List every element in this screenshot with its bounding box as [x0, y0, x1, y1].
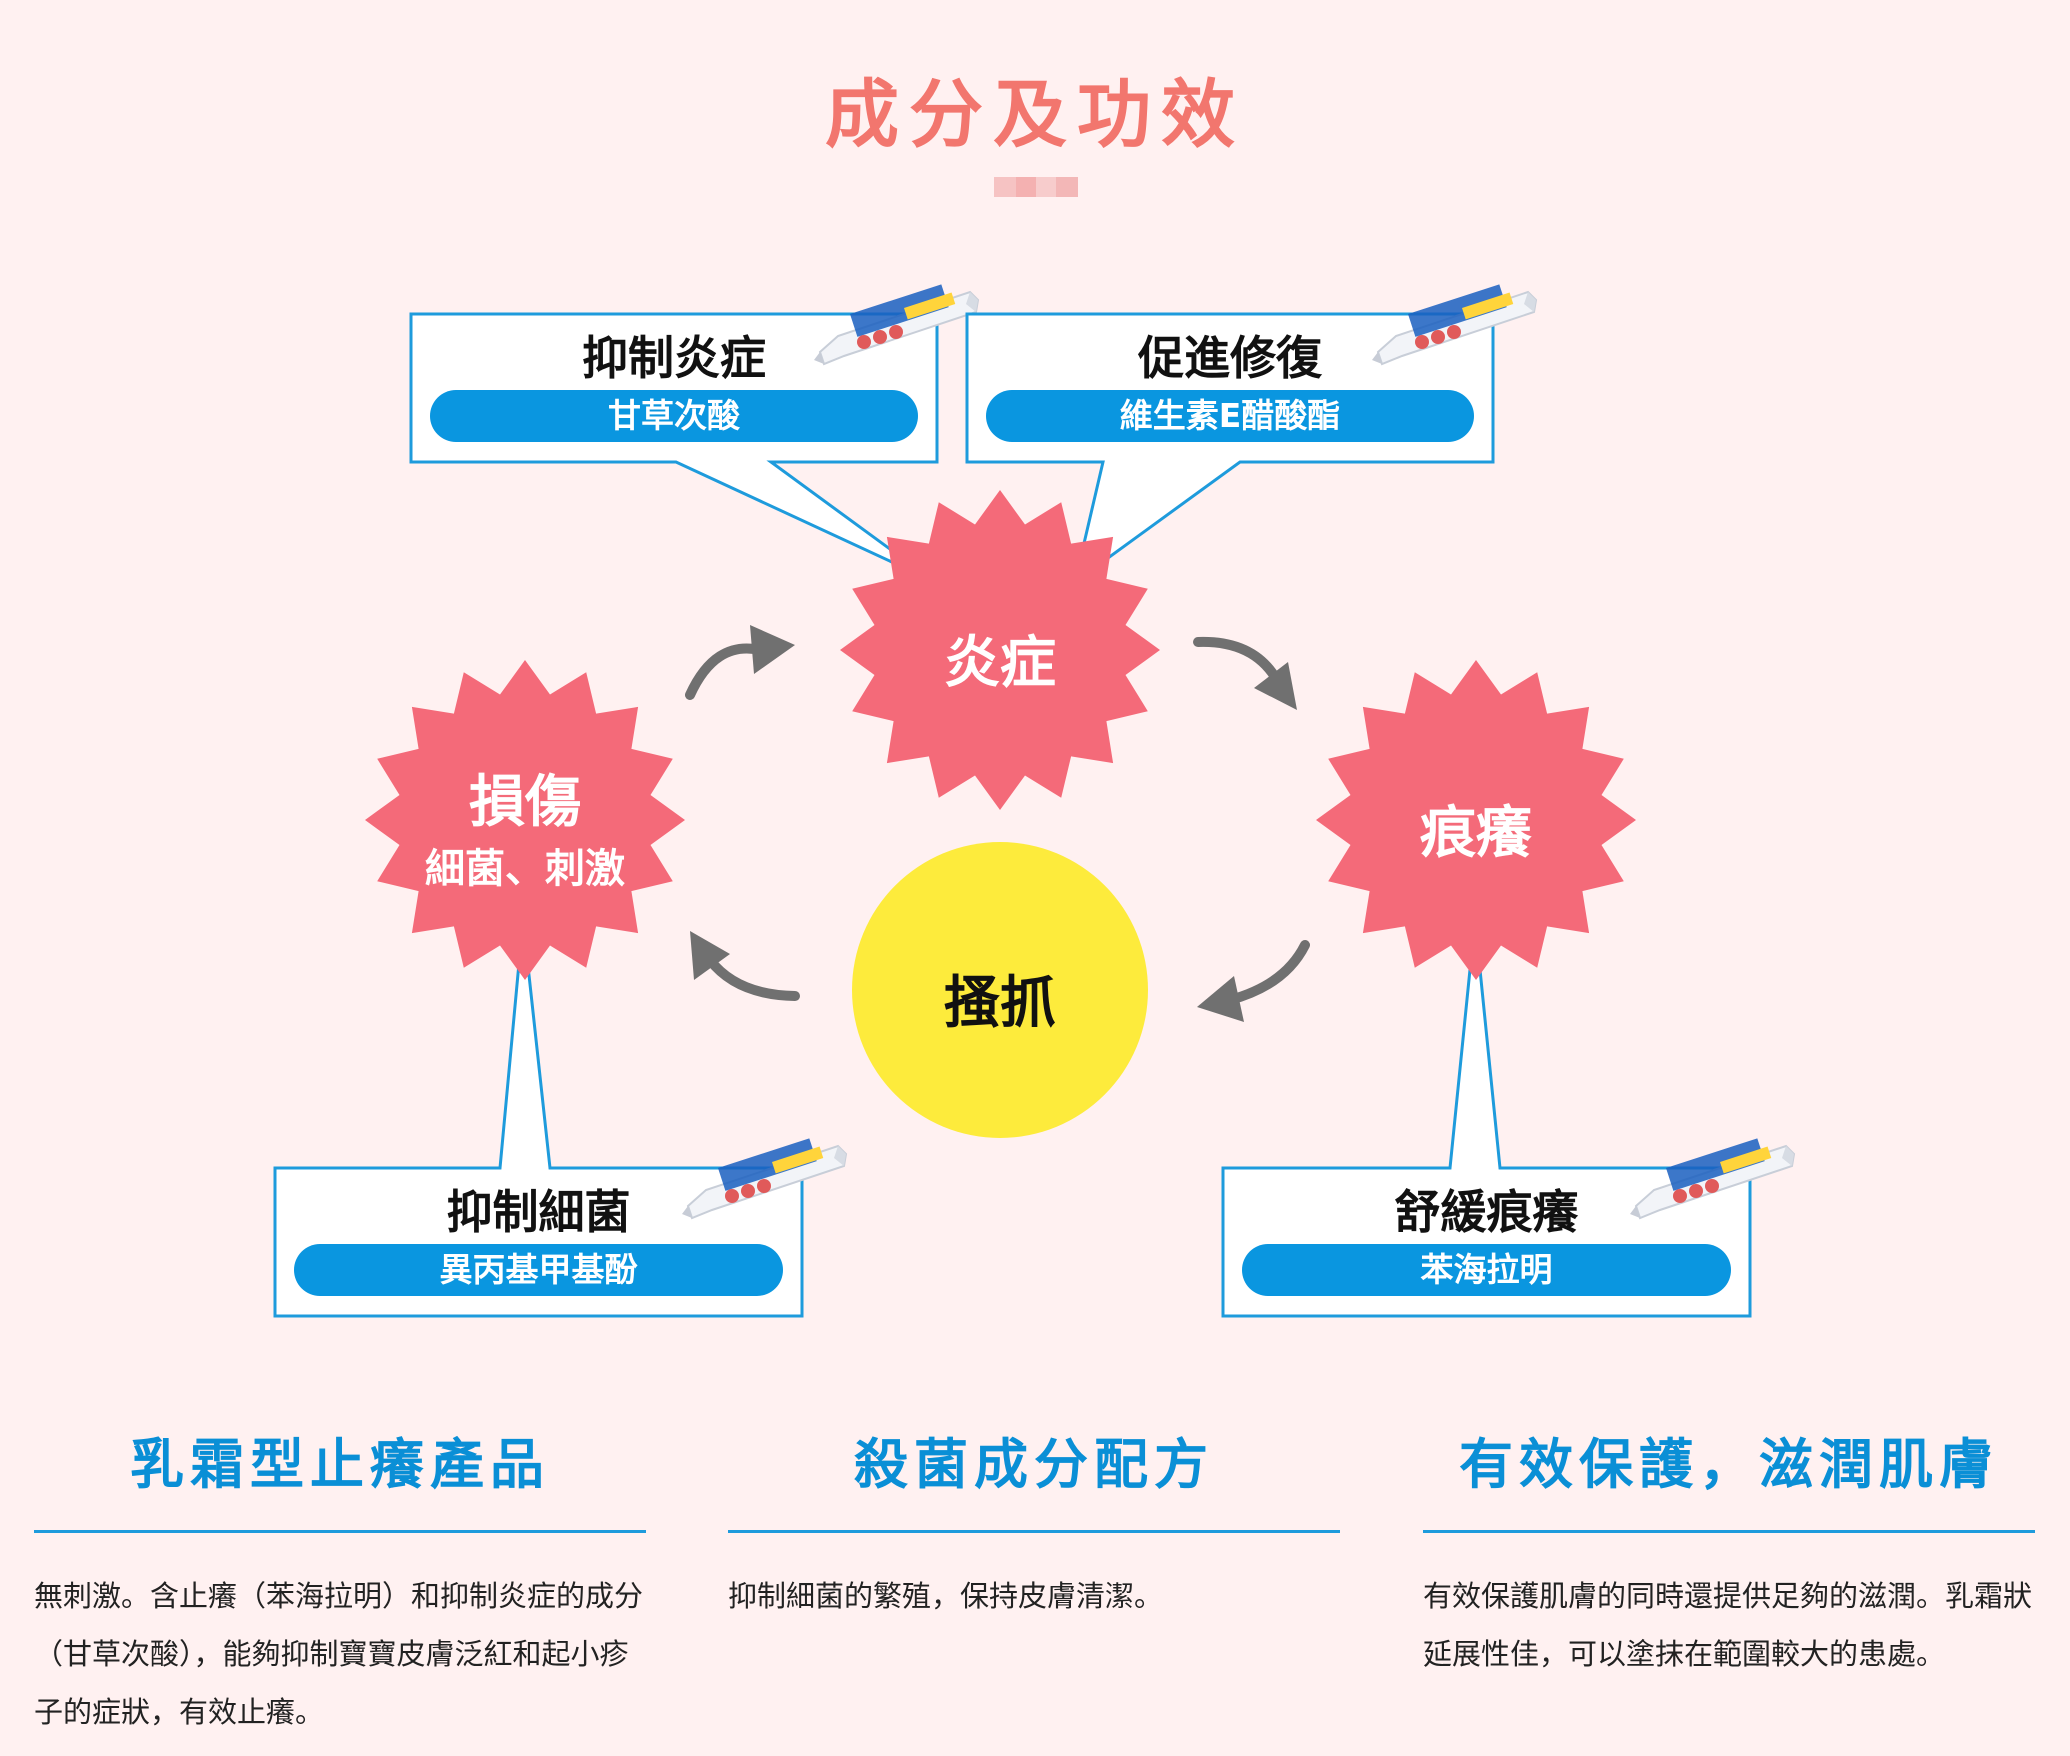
- arrow-scratching-to-injury: [705, 955, 800, 1001]
- inflammation-burst: [840, 490, 1160, 810]
- scratching-circle: [852, 842, 1148, 1138]
- callout-box-repair: [965, 283, 1537, 586]
- feature-cream: 乳霜型止癢產品 無刺激。含止癢（苯海拉明）和抑制炎症的成分（甘草次酸），能夠抑制…: [34, 1430, 646, 1741]
- feature-body: 有效保護肌膚的同時還提供足夠的滋潤。乳霜狀延展性佳，可以塗抹在範圍較大的患處。: [1423, 1579, 2033, 1671]
- arrowhead: [1197, 976, 1244, 1022]
- callout-title-itch-relief: 舒緩痕癢: [1394, 1185, 1579, 1239]
- feature-body: 無刺激。含止癢（苯海拉明）和抑制炎症的成分（甘草次酸），能夠抑制寶寶皮膚泛紅和起…: [34, 1579, 644, 1729]
- callout-box-antibacterial: [273, 919, 847, 1318]
- callout-box-anti-inflammation: [409, 283, 979, 584]
- arrowhead: [690, 931, 730, 980]
- feature-antibacterial: 殺菌成分配方 抑制細菌的繁殖，保持皮膚清潔。: [728, 1430, 1340, 1625]
- injury-label: 損傷: [469, 770, 581, 835]
- callout-title-antibacterial: 抑制細菌: [446, 1185, 631, 1239]
- feature-heading: 有效保護，滋潤肌膚: [1423, 1430, 2035, 1533]
- itch-label: 痕癢: [1420, 801, 1532, 866]
- ingredient-pill-isopropyl-methylphenol: 異丙基甲基酚: [294, 1244, 783, 1296]
- title-decoration: [994, 177, 1078, 197]
- arrowhead: [1254, 662, 1297, 710]
- inflammation-label: 炎症: [944, 631, 1056, 696]
- injury-burst: [365, 660, 685, 980]
- arrowheads: [690, 625, 1297, 1022]
- feature-body: 抑制細菌的繁殖，保持皮膚清潔。: [728, 1579, 1164, 1613]
- arrow-itch-to-scratching: [1225, 940, 1310, 1005]
- callout-title-repair: 促進修復: [1138, 331, 1322, 385]
- feature-heading: 殺菌成分配方: [728, 1430, 1340, 1533]
- injury-sublabel: 細菌、刺激: [425, 846, 625, 892]
- ingredient-pill-glycyrrhetinic-acid: 甘草次酸: [430, 390, 918, 442]
- arrowhead: [750, 625, 795, 674]
- scratching-label: 搔抓: [944, 971, 1056, 1036]
- callout-title-anti-inflammation: 抑制炎症: [582, 331, 766, 385]
- ingredient-pill-diphenhydramine: 苯海拉明: [1242, 1244, 1731, 1296]
- ingredient-pill-vitamin-e: 維生素E醋酸酯: [986, 390, 1474, 442]
- callout-box-itch-relief: [1221, 919, 1795, 1318]
- feature-moisturizing: 有效保護，滋潤肌膚 有效保護肌膚的同時還提供足夠的滋潤。乳霜狀延展性佳，可以塗抹…: [1423, 1430, 2035, 1683]
- arrow-injury-to-inflammation: [685, 643, 765, 700]
- itch-burst: [1316, 660, 1636, 980]
- feature-heading: 乳霜型止癢產品: [34, 1430, 646, 1533]
- arrow-inflammation-to-itch: [1193, 636, 1283, 687]
- page-title: 成分及功效: [825, 72, 1245, 158]
